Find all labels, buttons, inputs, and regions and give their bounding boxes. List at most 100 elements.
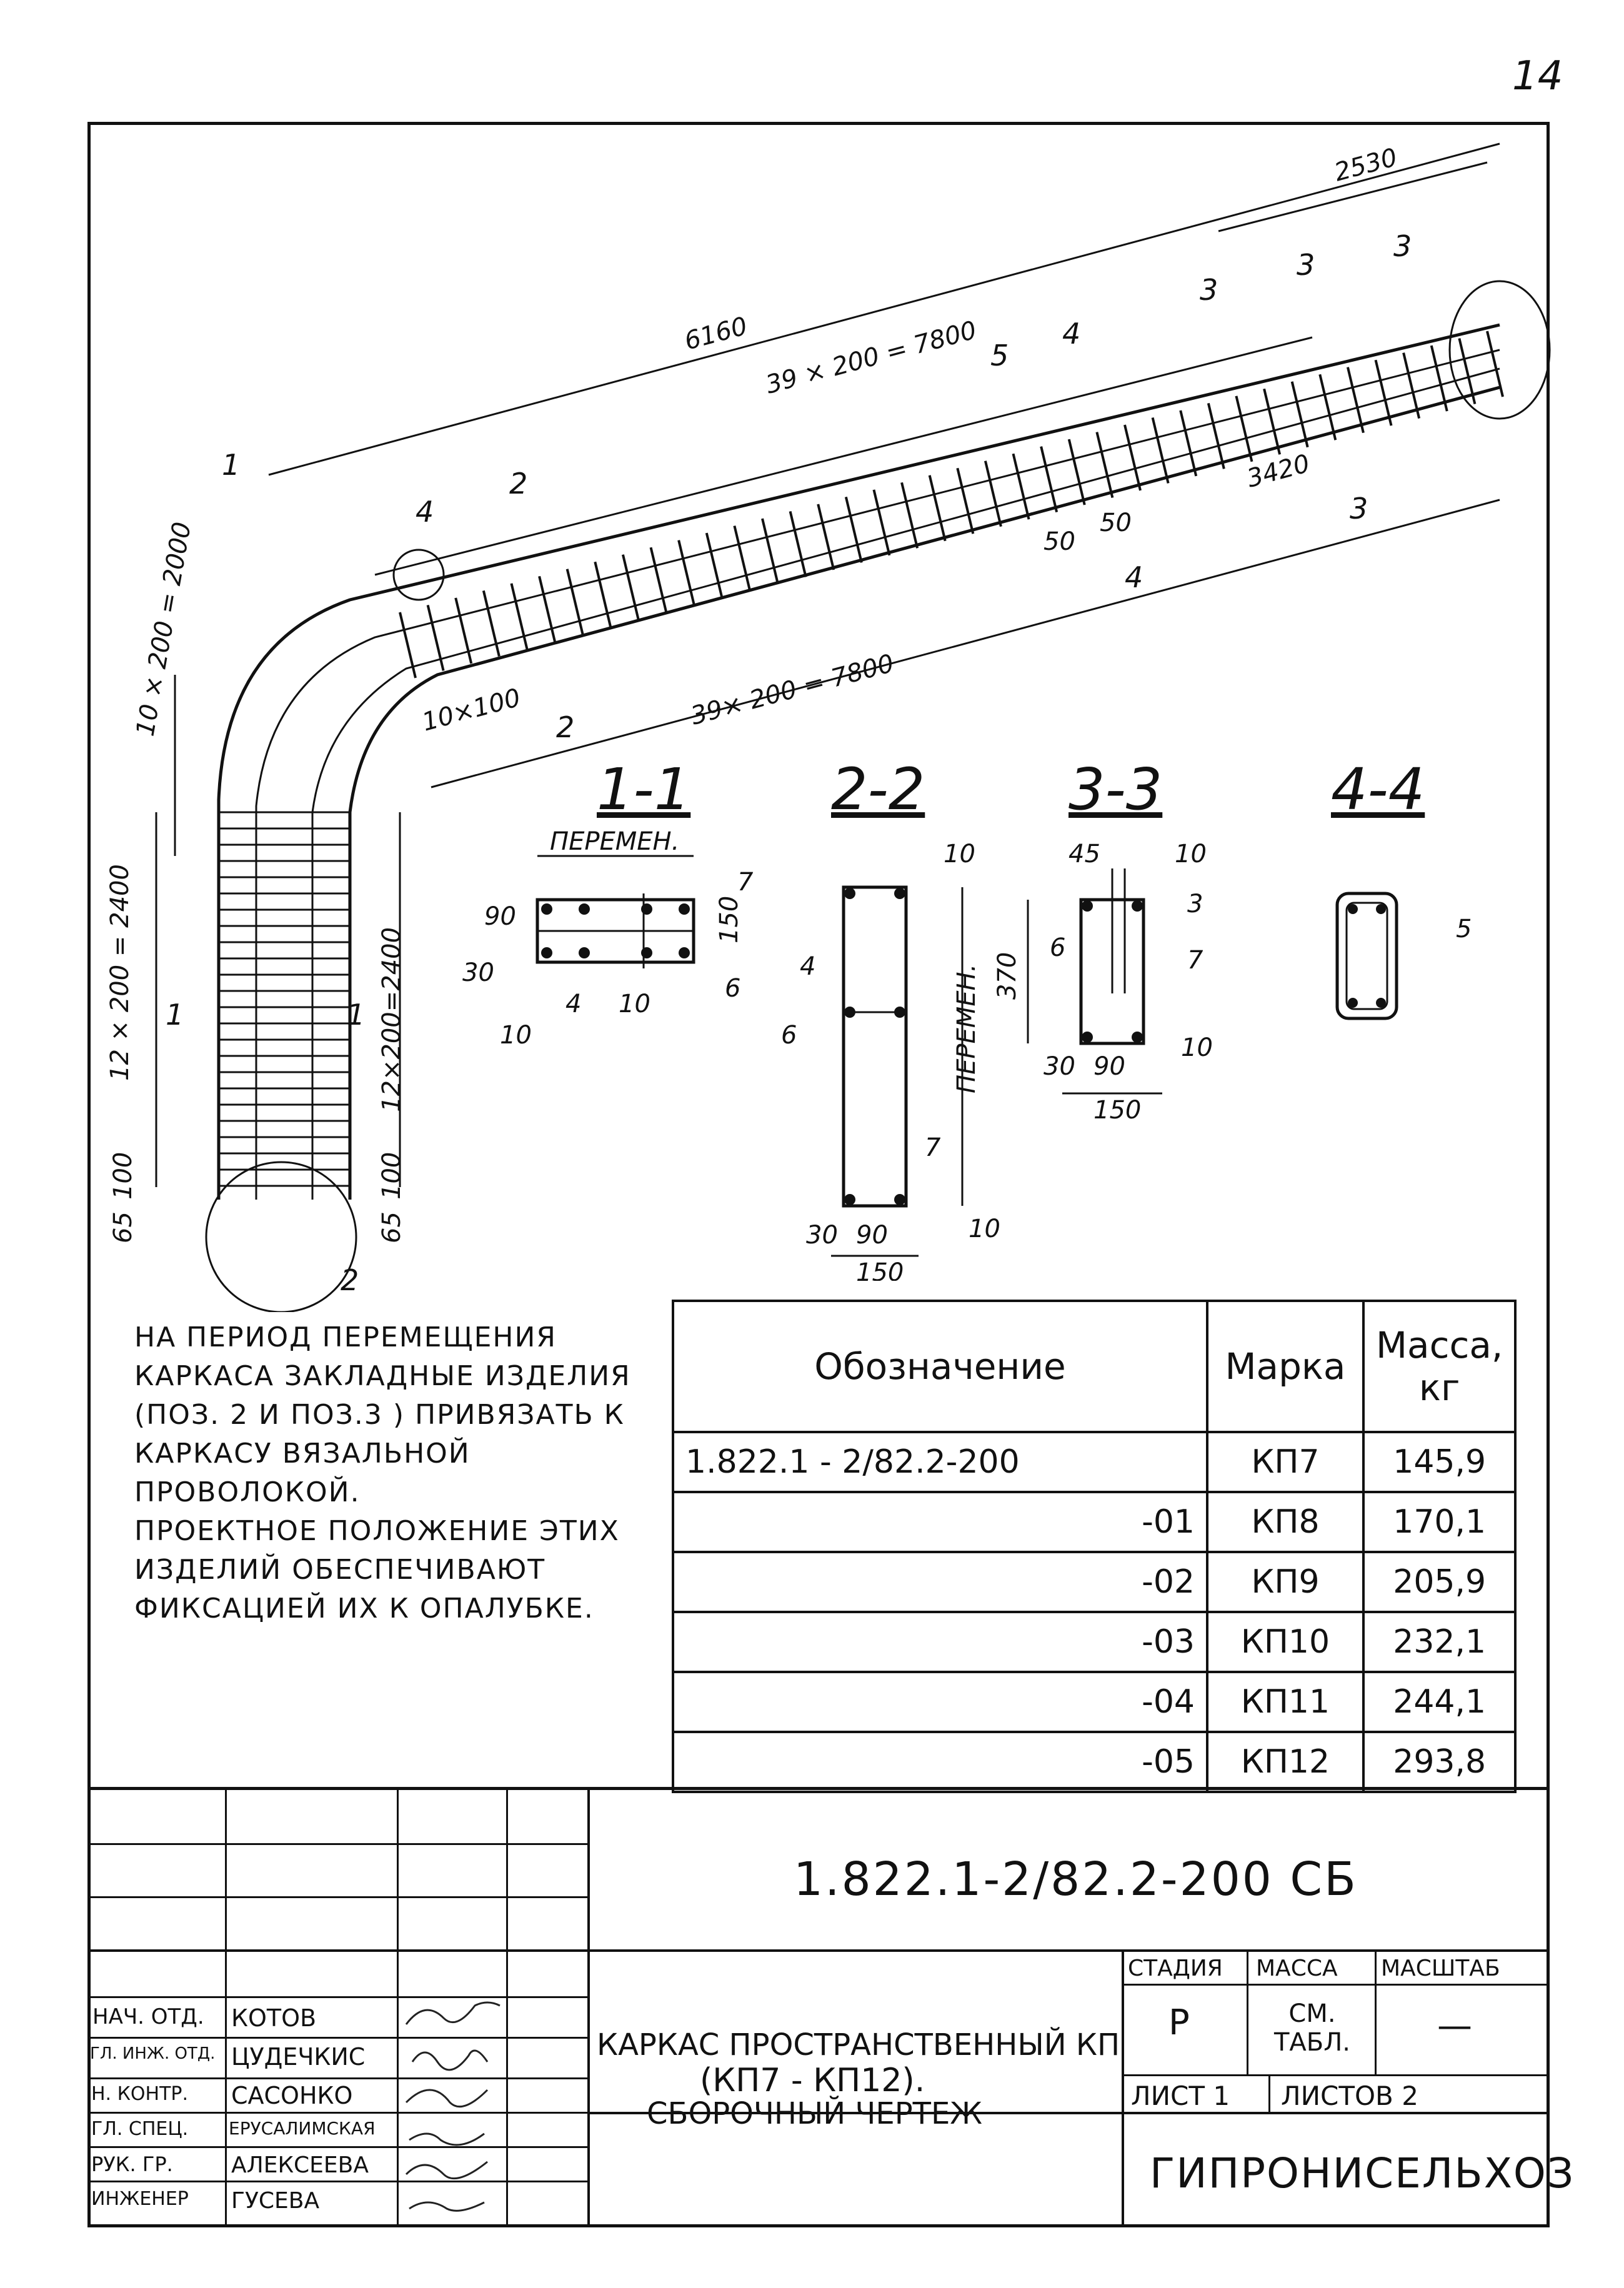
stirrup-line (872, 489, 891, 556)
stage-value: Р (1168, 2002, 1190, 2043)
title-block: 1.822.1-2/82.2-200 СБ Каркас пространств… (87, 1787, 1573, 2227)
stirrup-line (399, 612, 417, 679)
cell-designation: 1.822.1 - 2/82.2-200 (672, 1431, 1208, 1493)
staff-name-5: Алексеева (231, 2152, 369, 2178)
stirrup-line (817, 504, 835, 570)
table-row: -03 КП10 232,1 (672, 1611, 1517, 1673)
dim-50b: 50 (1100, 509, 1132, 537)
s11-label: ПЕРЕМЕН. (550, 831, 679, 856)
stirrup-line (1040, 446, 1059, 513)
cut-mark-4-bottom: 4 (1125, 560, 1143, 594)
staff-name-2: Цудечкис (231, 2043, 366, 2071)
stirrup-line (621, 554, 640, 621)
s22-pos-10a: 10 (944, 840, 975, 868)
stirrup-line (594, 561, 612, 628)
cell-mass: 232,1 (1362, 1611, 1517, 1673)
stirrup-line (928, 475, 947, 542)
cut-mark-1-left: 1 (166, 998, 184, 1032)
dim-pitch-top: 39 × 200 = 7800 (763, 316, 980, 399)
sheet-number: Лист 1 (1131, 2081, 1230, 2111)
s11-pos-10a: 10 (500, 1021, 532, 1050)
staff-role-6: Инженер (91, 2188, 189, 2210)
stirrup-line (677, 540, 696, 607)
callout-5: 5 (990, 339, 1009, 372)
staff-name-6: Гусева (231, 2188, 320, 2214)
title-line-2: (КП7 - КП12). (700, 2062, 925, 2099)
s33-dim-90: 90 (1093, 1052, 1125, 1081)
stirrup-line (1486, 331, 1504, 397)
s22-pos-10b: 10 (969, 1215, 1000, 1243)
cut-mark-2-top: 2 (509, 467, 527, 500)
section-3-3-title: 3-3 (1069, 756, 1163, 823)
stirrup-line (1346, 367, 1365, 434)
stirrup-line (1207, 402, 1225, 469)
stirrup-line (1095, 432, 1114, 499)
signatures (405, 2001, 501, 2212)
stirrup-line (1318, 374, 1337, 440)
callout-4: 4 (416, 495, 434, 529)
s33-pos-3: 3 (1187, 890, 1203, 918)
stirrup-line (900, 482, 919, 549)
stirrup-line (956, 467, 975, 534)
cut-mark-2-bottom: 2 (556, 710, 574, 744)
drawing-frame (87, 122, 1550, 2227)
dim-3420: 3420 (1244, 449, 1313, 494)
stirrup-line (1290, 381, 1309, 448)
dim-100-left: 100 (109, 1152, 137, 1200)
s22-dim-150: 150 (856, 1258, 904, 1281)
cell-mark: КП11 (1206, 1671, 1365, 1733)
title-line-3: Сборочный чертеж (647, 2096, 982, 2131)
table-header-row: Обозначение Марка Масса, кг (672, 1300, 1517, 1433)
cut-mark-3-bottom: 3 (1350, 492, 1368, 525)
section-4-4-title: 4-4 (1331, 756, 1425, 823)
cell-designation: -02 (672, 1551, 1208, 1613)
stirrup-line (482, 590, 501, 657)
stage-label: Стадия (1128, 1956, 1223, 1981)
cell-mass: 170,1 (1362, 1491, 1517, 1553)
stirrup-line (1374, 359, 1393, 426)
cell-mark: КП9 (1206, 1551, 1365, 1613)
table-row: -05 КП12 293,8 (672, 1731, 1517, 1793)
s33-dim-150: 150 (1093, 1096, 1141, 1125)
stirrup-line (1067, 439, 1086, 505)
s11-pos-10b: 10 (619, 990, 650, 1018)
section-1-1-title: 1-1 (597, 756, 691, 823)
dim-corner: 10×100 (419, 684, 524, 737)
cell-mark: КП10 (1206, 1611, 1365, 1673)
s11-pos-6: 6 (725, 974, 740, 1003)
staff-name-3: Сасонко (231, 2082, 353, 2109)
dim-vert-left: 12 × 200 = 2400 (106, 864, 134, 1081)
stirrup-line (510, 583, 529, 650)
s44-pos-5: 5 (1456, 915, 1472, 943)
s33-dim-45: 45 (1069, 840, 1100, 868)
dim-6160: 6160 (682, 312, 750, 356)
s33-pos-10a: 10 (1175, 840, 1207, 868)
dim-65-left: 65 (109, 1211, 137, 1243)
table-row: -04 КП11 244,1 (672, 1671, 1517, 1733)
callout-3b: 3 (1393, 229, 1412, 263)
stirrup-line (705, 532, 724, 599)
stirrup-line (984, 460, 1002, 527)
s33-pos-10b: 10 (1181, 1033, 1213, 1062)
cell-mass: 293,8 (1362, 1731, 1517, 1793)
dim-pitch-bottom: 39× 200 = 7800 (688, 649, 897, 731)
staff-role-5: Рук. гр. (91, 2152, 173, 2176)
s33-pos-6: 6 (1050, 933, 1065, 962)
staff-role-3: Н. контр. (91, 2083, 189, 2105)
cell-designation: -01 (672, 1491, 1208, 1553)
scale-value: — (1437, 2006, 1472, 2046)
header-designation: Обозначение (672, 1300, 1208, 1433)
s33-pos-7: 7 (1187, 946, 1203, 975)
s11-pos-4: 4 (565, 990, 581, 1018)
organization: ГИПРОНИСЕЛЬХОЗ (1150, 2149, 1575, 2197)
stirrup-line (649, 547, 668, 614)
s11-pos-7: 7 (737, 868, 754, 897)
cut-mark-4-top: 4 (1062, 317, 1080, 351)
s33-dim-30: 30 (1044, 1052, 1075, 1081)
staff-role-4: Гл. спец. (91, 2118, 189, 2140)
stirrup-line (1012, 453, 1030, 520)
title-line-1: Каркас пространственный КП (597, 2027, 1120, 2062)
mass-value: См. табл. (1273, 1999, 1351, 2057)
header-mark: Марка (1206, 1300, 1365, 1433)
callout-2: 2 (341, 1263, 359, 1297)
